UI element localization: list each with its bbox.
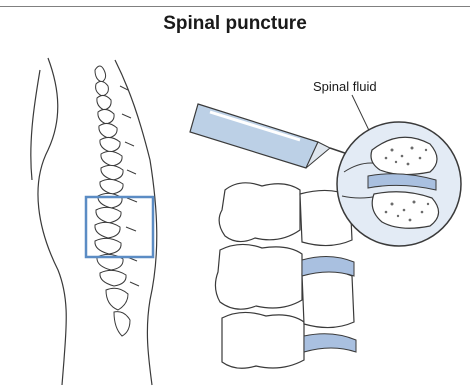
vertebra-body-2 <box>302 270 354 327</box>
spinal-fluid-label: Spinal fluid <box>313 79 377 94</box>
body-outline <box>31 58 157 385</box>
disc-lower <box>304 334 356 352</box>
front-outline <box>115 60 157 385</box>
vertebra-middle <box>215 244 302 309</box>
spine <box>95 66 130 336</box>
vertebra-upper <box>219 183 300 242</box>
vertebra-lower <box>222 312 304 368</box>
magnifier-inset <box>337 122 461 246</box>
back-outline <box>38 58 66 385</box>
shoulder-line <box>31 70 40 180</box>
